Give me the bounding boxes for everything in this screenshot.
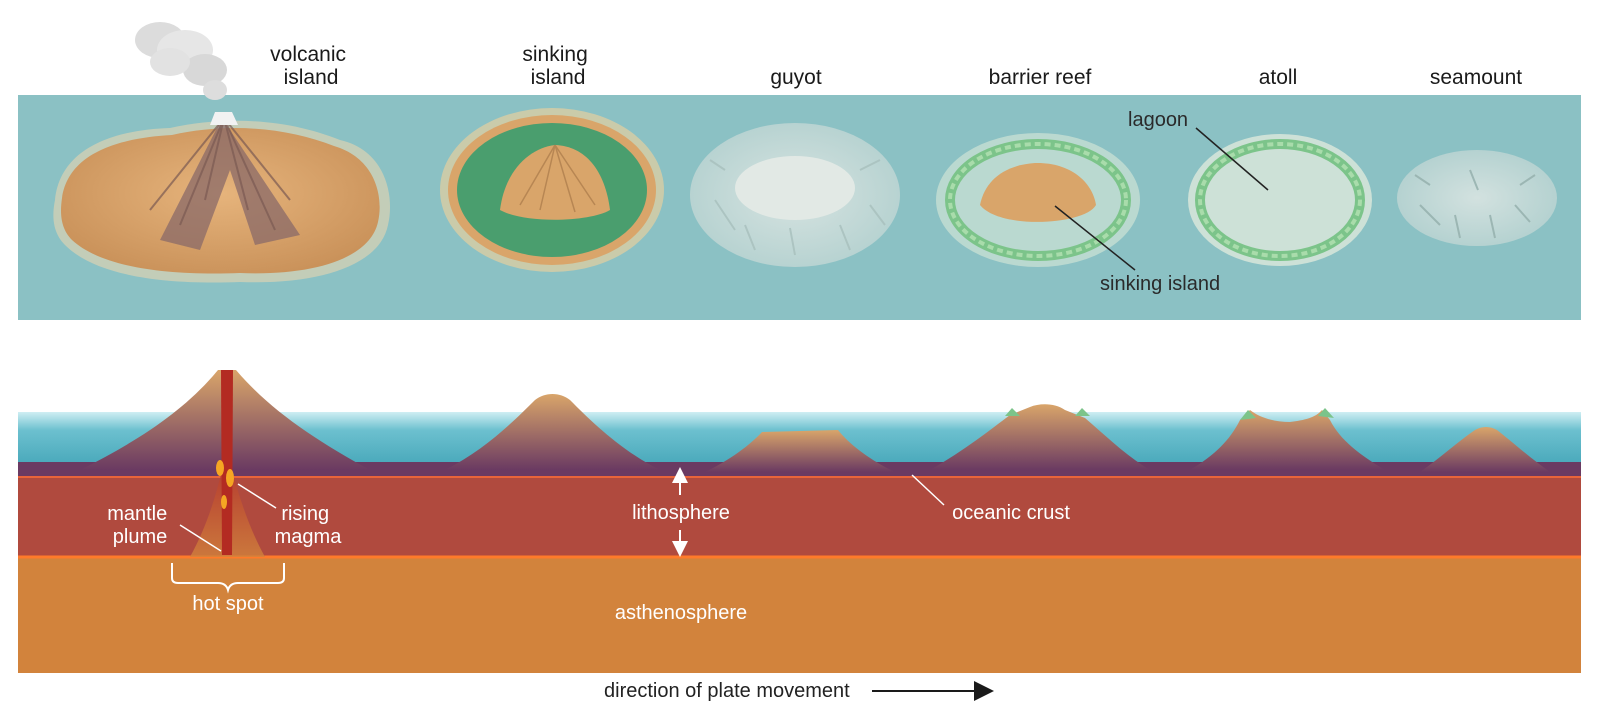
sinking-island-label: sinking island — [1100, 273, 1220, 295]
oceanic-crust-label: oceanic crust — [952, 502, 1070, 524]
rising-magma-label: rising magma — [275, 503, 343, 548]
barrier-reef-top — [936, 133, 1140, 267]
lagoon-leader-line — [1195, 127, 1269, 191]
sinking-island-profile — [445, 394, 660, 470]
hot-spot-bracket — [171, 563, 285, 594]
guyot-title: guyot — [770, 66, 822, 89]
mantle-plume-label: mantle plume — [107, 503, 173, 548]
sinking-island-title: sinking island — [522, 43, 593, 89]
seamount-top — [1397, 150, 1557, 246]
sinking-island-top — [440, 108, 664, 272]
plate-movement-caption: direction of plate movement — [604, 680, 850, 702]
barrier-reef-profile — [930, 404, 1150, 470]
volcanic-island-top — [53, 112, 391, 283]
asthenosphere-layer — [18, 557, 1581, 673]
asthenosphere-label: asthenosphere — [615, 602, 747, 624]
guyot-top — [690, 123, 900, 267]
atoll-title: atoll — [1259, 66, 1298, 89]
lithosphere-label: lithosphere — [632, 502, 730, 524]
lagoon-label: lagoon — [1128, 109, 1188, 131]
volcanic-island-title: volcanic island — [270, 43, 352, 89]
seamount-title: seamount — [1430, 66, 1522, 89]
hot-spot-label: hot spot — [192, 593, 264, 615]
atoll-profile — [1190, 410, 1385, 470]
smoke-plume — [135, 22, 227, 100]
seamount-profile — [1420, 427, 1550, 472]
atoll-top — [1188, 134, 1372, 266]
barrier-reef-title: barrier reef — [989, 66, 1092, 89]
guyot-profile — [705, 430, 895, 472]
sinking-island-leader-line — [1054, 205, 1136, 271]
